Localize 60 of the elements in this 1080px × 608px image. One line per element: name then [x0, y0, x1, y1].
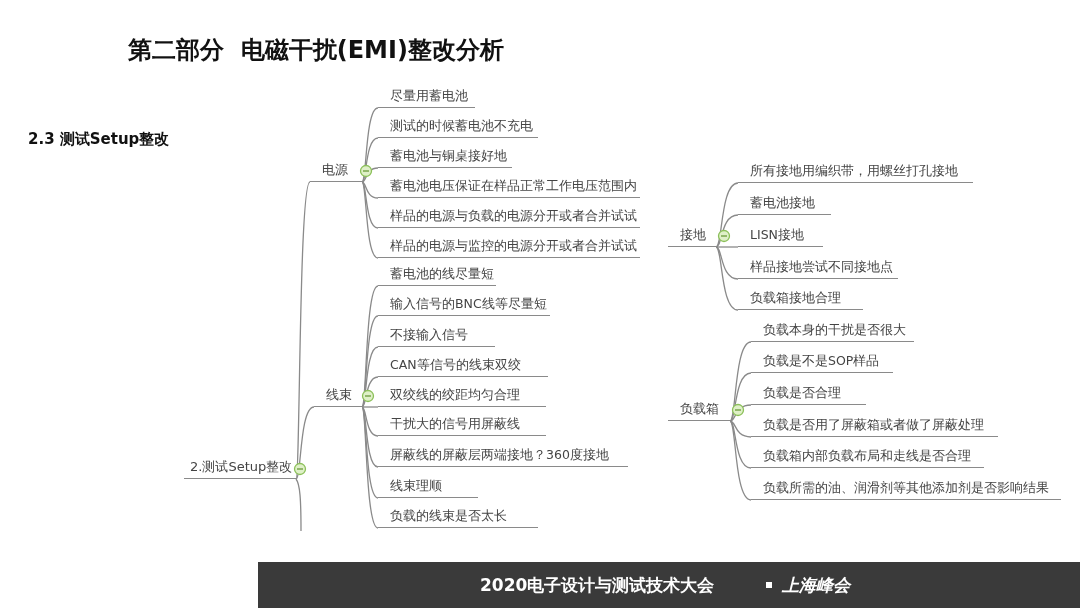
subtopic: 蓄电池与铜桌接好地 [378, 148, 512, 168]
branch-line [361, 376, 379, 408]
branch-line [715, 246, 739, 248]
section-heading: 2.3 测试Setup整改 [28, 130, 170, 149]
subtopic: 样品的电源与负载的电源分开或者合并试试 [378, 208, 640, 228]
subtopic: 蓄电池电压保证在样品正常工作电压范围内 [378, 178, 640, 198]
branch-line [295, 478, 302, 532]
branch-line [715, 182, 739, 248]
subtopic: 不接输入信号 [378, 327, 495, 347]
subtopic: 测试的时候蓄电池不充电 [378, 118, 538, 138]
subtopic: 蓄电池的线尽量短 [378, 266, 496, 286]
branch-line [361, 107, 379, 183]
subtopic: CAN等信号的线束双绞 [378, 357, 548, 377]
subtopic: 线束理顺 [378, 478, 478, 498]
branch-line [361, 406, 379, 408]
branch-line [295, 181, 311, 480]
subtopic: 蓄电池接地 [738, 195, 831, 215]
subtopic: 负载是不是SOP样品 [751, 353, 893, 373]
subtopic: 负载的线束是否太长 [378, 508, 538, 528]
branch-line [729, 372, 752, 422]
branch-line [361, 137, 379, 183]
subtopic: LISN接地 [738, 227, 823, 247]
event-location: 上海峰会 [782, 574, 850, 597]
branch-line [361, 406, 379, 499]
branch-line [715, 214, 739, 248]
branch-topic: 电源 [310, 162, 362, 182]
subtopic: 尽量用蓄电池 [378, 88, 475, 108]
slide-title: 第二部分 电磁干扰(EMI)整改分析 [128, 35, 504, 66]
branch-line [361, 406, 379, 437]
branch-line [729, 420, 752, 438]
branch-line [729, 420, 752, 469]
branch-line [295, 406, 315, 480]
branch-line [361, 315, 379, 408]
subtopic: 负载箱内部负载布局和走线是否合理 [751, 448, 984, 468]
subtopic: 输入信号的BNC线等尽量短 [378, 296, 550, 316]
branch-line [715, 246, 739, 280]
subtopic: 样品接地尝试不同接地点 [738, 259, 898, 279]
subtopic: 样品的电源与监控的电源分开或者合并试试 [378, 238, 640, 258]
branch-line [361, 167, 379, 183]
branch-line [361, 406, 379, 529]
subtopic: 负载所需的油、润滑剂等其他添加剂是否影响结果 [751, 480, 1061, 500]
subtopic: 干扰大的信号用屏蔽线 [378, 416, 546, 436]
branch-line [715, 246, 739, 311]
branch-topic: 接地 [668, 227, 716, 247]
branch-line [361, 181, 379, 199]
branch-line [729, 420, 752, 501]
branch-line [361, 181, 379, 259]
subtopic: 屏蔽线的屏蔽层两端接地？360度接地 [378, 447, 628, 467]
branch-line [361, 181, 379, 229]
subtopic: 负载是否合理 [751, 385, 866, 405]
subtopic: 负载箱接地合理 [738, 290, 863, 310]
branch-line [729, 404, 752, 422]
subtopic: 双绞线的绞距均匀合理 [378, 387, 546, 407]
subtopic: 所有接地用编织带，用螺丝打孔接地 [738, 163, 973, 183]
branch-topic: 2.测试Setup整改 [184, 459, 296, 479]
subtopic: 负载是否用了屏蔽箱或者做了屏蔽处理 [751, 417, 998, 437]
conference-name: 2020电子设计与测试技术大会 [480, 574, 715, 597]
branch-topic: 线束 [314, 387, 362, 407]
subtopic: 负载本身的干扰是否很大 [751, 322, 914, 342]
branch-topic: 负载箱 [668, 401, 730, 421]
